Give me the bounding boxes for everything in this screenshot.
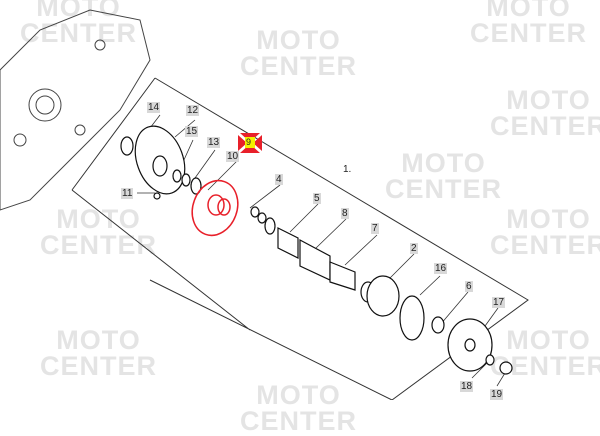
part-label-14[interactable]: 14 [147, 102, 161, 113]
assembly-frame [71, 77, 529, 400]
part-label-19[interactable]: 19 [490, 389, 504, 400]
part-label-6[interactable]: 6 [465, 281, 473, 292]
selected-part-marker-icon[interactable] [238, 133, 262, 153]
part-label-9[interactable]: 9 [246, 137, 252, 147]
part-label-11[interactable]: 11 [121, 188, 134, 199]
part-label-17[interactable]: 17 [492, 297, 506, 308]
part-label-5[interactable]: 5 [313, 193, 321, 204]
part-label-16[interactable]: 16 [434, 263, 448, 274]
part-label-7[interactable]: 7 [371, 223, 379, 234]
highlighted-part [191, 179, 239, 237]
engine-case [0, 9, 151, 211]
part-label-8[interactable]: 8 [341, 208, 349, 219]
part-label-10[interactable]: 10 [226, 151, 240, 162]
part-label-4[interactable]: 4 [275, 174, 283, 185]
part-label-13[interactable]: 13 [207, 137, 221, 148]
part-label-18[interactable]: 18 [460, 381, 474, 392]
part-label-1[interactable]: 1. [343, 164, 352, 175]
parts [120, 125, 513, 375]
part-label-2[interactable]: 2 [410, 243, 418, 254]
part-label-15[interactable]: 15 [185, 126, 199, 137]
exploded-parts-diagram [0, 9, 529, 400]
part-label-12[interactable]: 12 [186, 105, 200, 116]
